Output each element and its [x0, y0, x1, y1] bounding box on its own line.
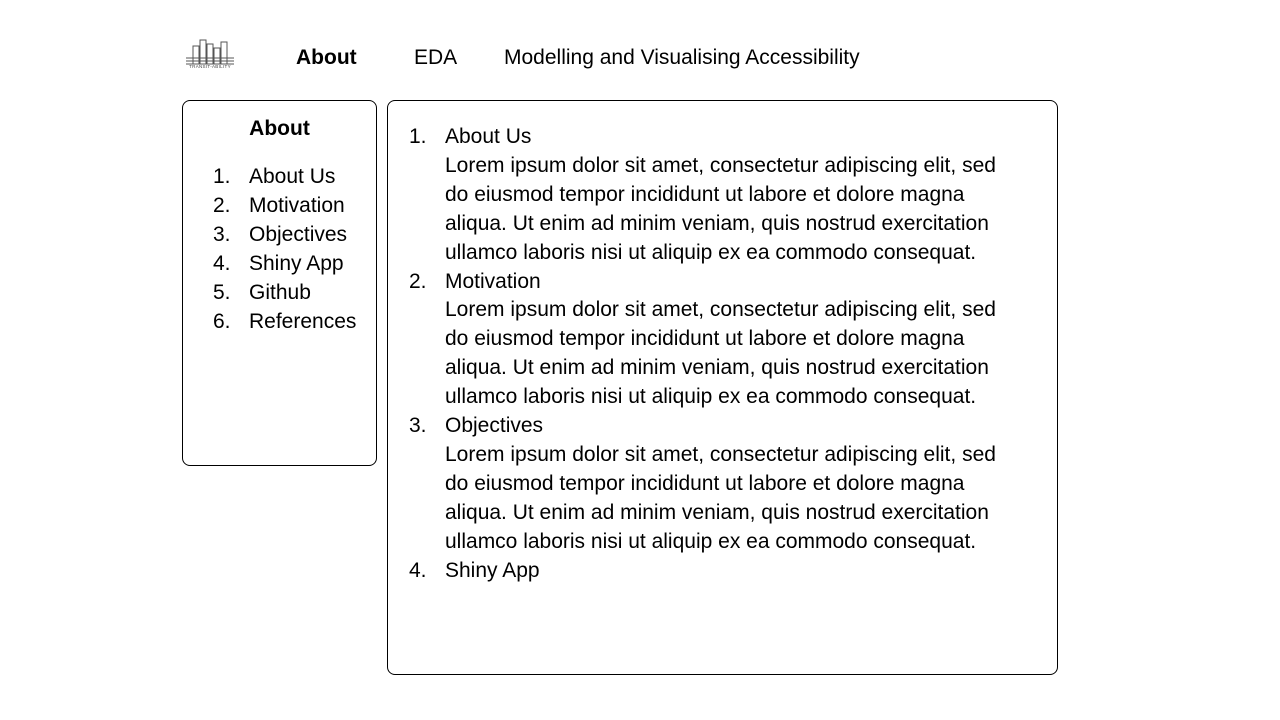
content-sections: 1. About Us Lorem ipsum dolor sit amet, …	[409, 123, 1029, 586]
toc-label: Objectives	[249, 223, 348, 246]
toc-label: About Us	[249, 165, 336, 188]
section-motivation: 2. Motivation Lorem ipsum dolor sit amet…	[409, 268, 1029, 413]
toc-label: Github	[249, 281, 311, 304]
section-header: 1. About Us	[409, 123, 1029, 152]
toc-label: Motivation	[249, 194, 345, 217]
sidebar-item-about-us[interactable]: 1. About Us	[213, 162, 356, 191]
logo-text: TRANSIT-ABILITY	[189, 64, 231, 69]
nav-about[interactable]: About	[296, 46, 357, 69]
sidebar: About 1. About Us 2. Motivation 3. Objectiv…	[182, 100, 377, 466]
toc-number: 3.	[213, 223, 231, 246]
sidebar-item-github[interactable]: 5. Github	[213, 278, 356, 307]
toc-number: 1.	[213, 165, 231, 188]
toc-label: References	[249, 310, 357, 333]
section-about-us: 1. About Us Lorem ipsum dolor sit amet, …	[409, 123, 1029, 268]
section-number: 2.	[409, 269, 427, 293]
toc-number: 5.	[213, 281, 231, 304]
section-title: Motivation	[445, 269, 541, 293]
toc-number: 6.	[213, 310, 231, 333]
section-body: Lorem ipsum dolor sit amet, consectetur …	[445, 153, 996, 264]
content-panel: 1. About Us Lorem ipsum dolor sit amet, …	[387, 100, 1058, 675]
section-title: About Us	[445, 125, 532, 148]
sidebar-toc: 1. About Us 2. Motivation 3. Objectives 4. S…	[213, 162, 356, 336]
section-header: 4. Shiny App	[409, 557, 1029, 586]
sidebar-item-references[interactable]: 6. References	[213, 307, 356, 336]
section-body: Lorem ipsum dolor sit amet, consectetur …	[445, 298, 996, 409]
section-objectives: 3. Objectives Lorem ipsum dolor sit amet…	[409, 412, 1029, 557]
nav-eda[interactable]: EDA	[414, 46, 458, 69]
sidebar-title: About	[249, 117, 310, 140]
section-number: 3.	[409, 414, 427, 438]
section-body: Lorem ipsum dolor sit amet, consectetur …	[445, 442, 996, 553]
section-title: Shiny App	[445, 558, 540, 582]
nav-modelling-visualising[interactable]: Modelling and Visualising Accessibility	[504, 46, 860, 69]
section-header: 3. Objectives	[409, 412, 1029, 441]
section-title: Objectives	[445, 414, 544, 438]
sidebar-item-motivation[interactable]: 2. Motivation	[213, 191, 356, 220]
toc-label: Shiny App	[249, 252, 344, 275]
section-shiny-app: 4. Shiny App	[409, 557, 1029, 586]
sidebar-item-objectives[interactable]: 3. Objectives	[213, 220, 356, 249]
logo[interactable]: TRANSIT-ABILITY	[184, 36, 236, 80]
sidebar-item-shiny-app[interactable]: 4. Shiny App	[213, 249, 356, 278]
section-number: 1.	[409, 125, 427, 148]
toc-number: 4.	[213, 252, 231, 275]
section-number: 4.	[409, 558, 427, 582]
toc-number: 2.	[213, 194, 231, 217]
city-skyline-icon	[186, 39, 234, 65]
section-header: 2. Motivation	[409, 268, 1029, 297]
